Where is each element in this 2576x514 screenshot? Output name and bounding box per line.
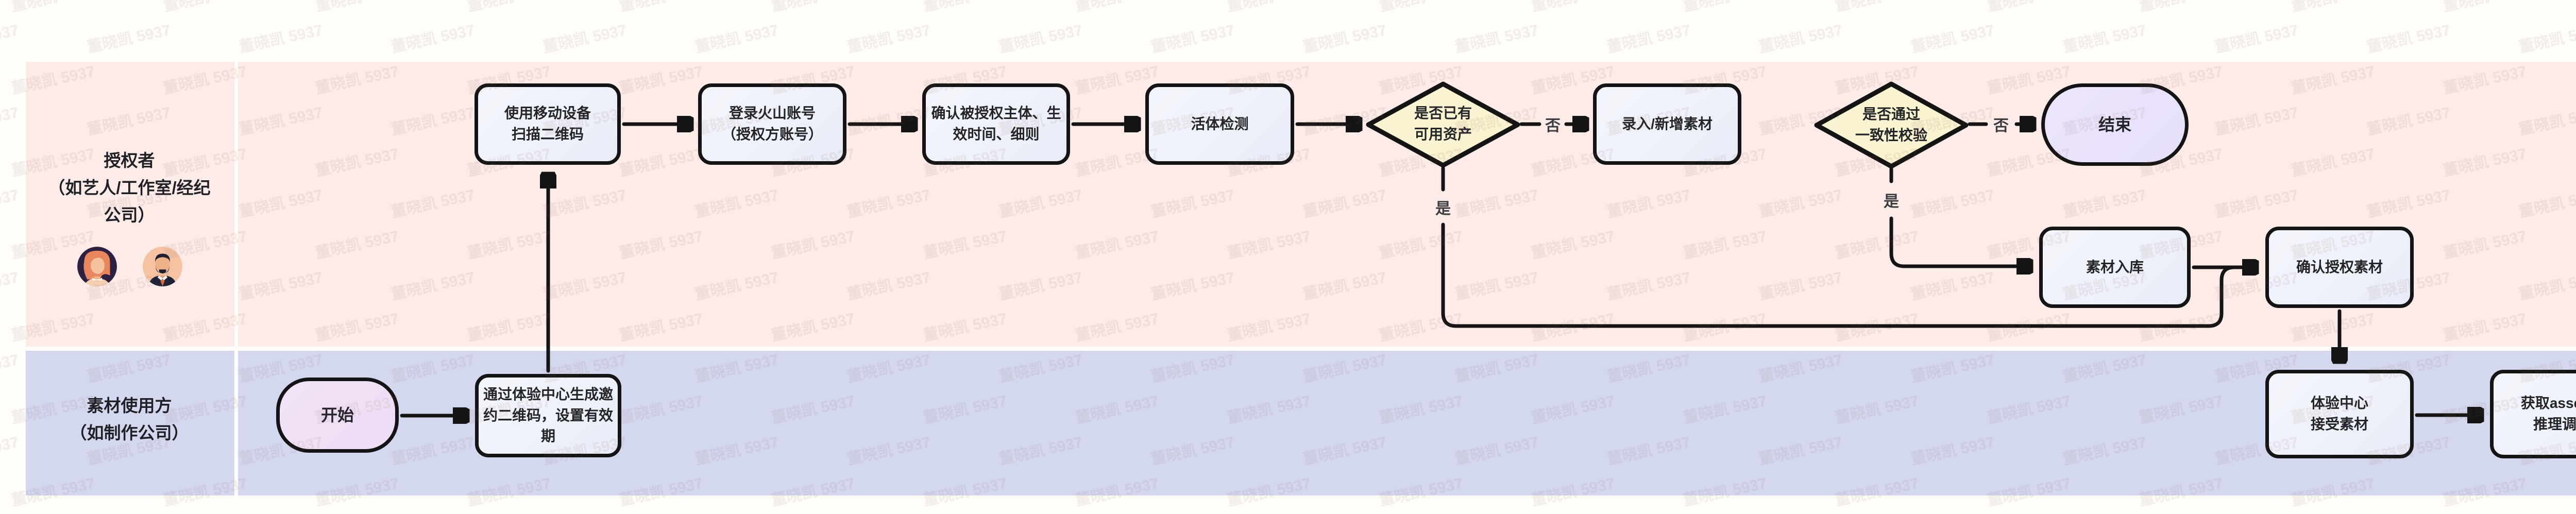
lane-material-user — [26, 351, 2576, 495]
avatar-female-icon — [77, 247, 117, 286]
lane-label-divider — [234, 62, 238, 495]
node-consistency[interactable] — [1814, 81, 1969, 169]
node-login[interactable]: 登录火山账号 （授权方账号） — [698, 83, 846, 165]
node-add-material[interactable]: 录入/新增素材 — [1593, 83, 1741, 165]
node-store-material[interactable]: 素材入库 — [2039, 227, 2191, 308]
edge-label-has-asset-no: 否 — [1545, 117, 1561, 134]
node-has-asset[interactable] — [1365, 81, 1521, 168]
node-confirm-material[interactable]: 确认授权素材 — [2265, 227, 2414, 308]
node-has-asset-label: 是否已有 可用资产 — [1414, 105, 1472, 142]
edge-label-consistency-yes: 是 — [1884, 193, 1899, 210]
lane-authorizer — [26, 62, 2576, 347]
node-consistency-label: 是否通过 一致性校验 — [1855, 106, 1927, 143]
avatar-male-icon — [143, 247, 182, 286]
node-confirm-terms[interactable]: 确认被授权主体、生 效时间、细则 — [922, 83, 1070, 165]
node-get-asset-id[interactable]: 获取asset id 推理调用 — [2490, 370, 2576, 458]
node-liveness[interactable]: 活体检测 — [1145, 83, 1294, 165]
edge-label-has-asset-yes: 是 — [1435, 200, 1451, 217]
node-end-top[interactable]: 结束 — [2041, 83, 2189, 166]
node-gen-qr[interactable]: 通过体验中心生成邀 约二维码，设置有效 期 — [475, 374, 621, 457]
lane-label-authorizer: 授权者 （如艺人/工作室/经纪 公司） — [48, 151, 211, 225]
edge-label-consistency-no: 否 — [1993, 117, 2009, 134]
node-receive-material[interactable]: 体验中心 接受素材 — [2265, 370, 2414, 458]
lane-label-material-user: 素材使用方 （如制作公司） — [70, 396, 189, 442]
node-scan-qr[interactable]: 使用移动设备 扫描二维码 — [474, 83, 621, 165]
node-start[interactable]: 开始 — [276, 378, 399, 453]
